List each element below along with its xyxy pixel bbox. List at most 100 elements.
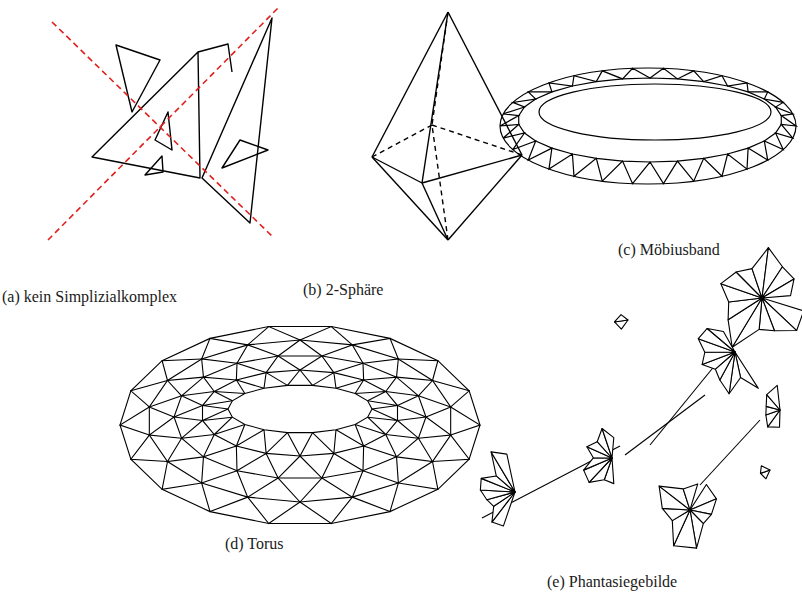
torus-edge bbox=[300, 327, 352, 345]
band-edge bbox=[539, 84, 771, 140]
torus-edge bbox=[397, 438, 433, 461]
torus-edge bbox=[397, 406, 426, 421]
torus-edge bbox=[248, 497, 300, 523]
torus-edge bbox=[236, 363, 266, 380]
torus-edge bbox=[182, 420, 215, 438]
fan-triangle bbox=[762, 267, 794, 298]
torus-edge bbox=[300, 497, 352, 523]
torus-edge bbox=[264, 373, 287, 389]
fan-triangle bbox=[762, 279, 794, 298]
torus-edge bbox=[248, 327, 300, 345]
torus-edge bbox=[167, 377, 203, 396]
torus-edge bbox=[334, 446, 364, 471]
torus-edge bbox=[236, 446, 266, 471]
fan-triangle bbox=[584, 458, 612, 482]
torus-edge bbox=[368, 401, 398, 409]
subfigure-caption: (c) Möbiusband bbox=[618, 240, 720, 260]
torus-edge bbox=[214, 417, 245, 434]
torus-edge bbox=[398, 462, 438, 490]
torus-edge bbox=[336, 380, 364, 394]
torus-edge bbox=[433, 435, 470, 461]
torus-edge bbox=[162, 359, 202, 381]
band-edge bbox=[500, 68, 796, 184]
torus-edge bbox=[149, 396, 181, 417]
torus-edge bbox=[236, 380, 264, 394]
torus-edge bbox=[202, 483, 248, 512]
torus-edge bbox=[418, 417, 450, 438]
fan-triangle bbox=[614, 315, 628, 322]
fan-triangle bbox=[602, 428, 614, 458]
connecting-edge bbox=[700, 420, 760, 485]
torus-edge bbox=[397, 377, 433, 396]
moebius-band bbox=[500, 68, 796, 184]
non-complex-figure bbox=[92, 18, 272, 223]
torus-edge bbox=[131, 435, 168, 461]
torus-edge bbox=[167, 438, 203, 461]
fan-triangle bbox=[491, 452, 515, 492]
torus-edge bbox=[368, 409, 398, 420]
torus-edge bbox=[203, 435, 236, 457]
subfigure-caption: (e) Phantasiegebilde bbox=[547, 572, 677, 592]
torus-edge bbox=[287, 433, 312, 456]
torus-edge bbox=[300, 453, 334, 478]
fan-triangle bbox=[767, 385, 780, 410]
torus-edge bbox=[355, 417, 386, 434]
torus-edge bbox=[336, 424, 364, 446]
torus-edge bbox=[203, 377, 236, 391]
torus-edge bbox=[174, 406, 203, 421]
subfigure-caption: (a) kein Simplizialkomplex bbox=[2, 287, 177, 307]
torus-edge bbox=[322, 471, 363, 497]
fan-triangle bbox=[698, 328, 735, 352]
torus-edge bbox=[386, 420, 419, 438]
torus-edge bbox=[203, 401, 233, 409]
torus-edge bbox=[352, 483, 398, 512]
fan-triangle bbox=[760, 466, 770, 474]
torus-ring bbox=[120, 327, 480, 524]
fantasy-complex bbox=[480, 248, 802, 548]
torus-edge bbox=[313, 430, 336, 454]
torus-edge bbox=[364, 377, 397, 391]
torus-edge bbox=[278, 340, 322, 356]
torus-ring bbox=[174, 356, 426, 478]
torus-edge bbox=[236, 424, 264, 446]
torus-edge bbox=[451, 407, 480, 435]
fan-triangle bbox=[584, 458, 612, 470]
torus-edge bbox=[313, 373, 336, 389]
torus-ring bbox=[149, 340, 450, 502]
subfigure-caption: (d) Torus bbox=[225, 534, 284, 554]
subfigure-caption: (b) 2-Sphäre bbox=[303, 280, 383, 300]
torus-edge bbox=[264, 430, 287, 454]
torus-edge bbox=[334, 363, 364, 380]
torus-ring bbox=[203, 370, 398, 456]
torus-edge bbox=[300, 356, 334, 373]
torus-edge bbox=[203, 409, 233, 420]
fan-triangle bbox=[702, 352, 735, 365]
fan-triangle bbox=[491, 452, 515, 492]
torus-edge bbox=[363, 359, 398, 377]
torus-edge bbox=[418, 396, 450, 417]
torus-edge bbox=[202, 359, 237, 377]
torus-edge bbox=[237, 471, 278, 497]
torus-edge bbox=[363, 457, 398, 483]
torus-ring bbox=[228, 385, 372, 432]
torus-edge bbox=[364, 435, 397, 457]
torus-edge bbox=[214, 392, 245, 401]
fan-triangle bbox=[728, 298, 762, 347]
connecting-edge bbox=[625, 395, 705, 455]
fan-triangle bbox=[707, 328, 735, 352]
band-triangles bbox=[500, 68, 796, 183]
cross-out-lines bbox=[48, 8, 278, 240]
torus-edge bbox=[149, 417, 181, 438]
torus-edge bbox=[287, 370, 312, 385]
torus-edge bbox=[162, 462, 202, 490]
torus bbox=[120, 327, 480, 524]
torus-edge bbox=[278, 478, 322, 502]
band-midline bbox=[519, 78, 782, 162]
torus-edge bbox=[202, 457, 237, 483]
torus-edge bbox=[182, 392, 215, 406]
fan-triangle bbox=[702, 352, 735, 369]
torus-edge bbox=[322, 345, 363, 363]
torus-edge bbox=[386, 392, 419, 406]
torus-edge bbox=[266, 453, 300, 478]
